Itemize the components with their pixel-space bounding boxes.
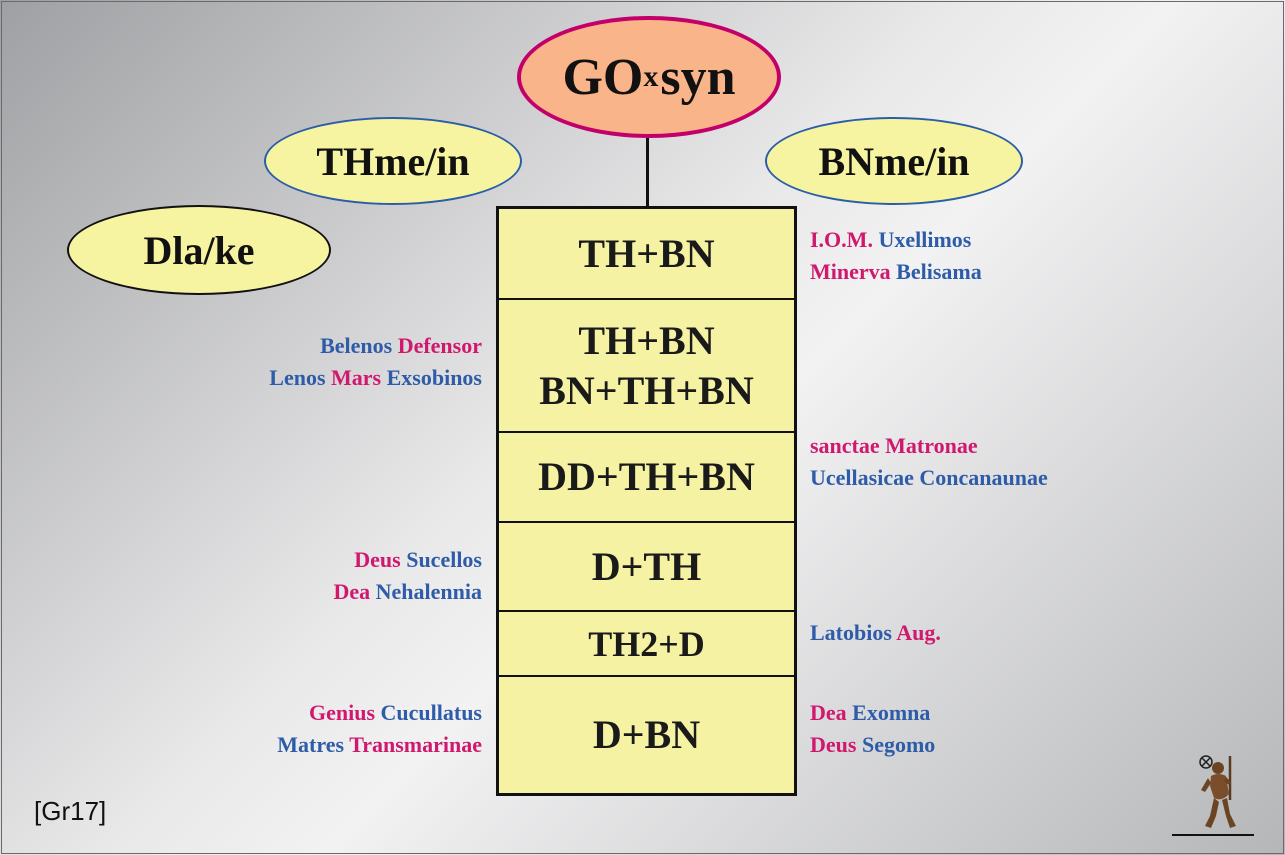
stack-row: D+BN: [499, 675, 794, 793]
formula-stack: TH+BN TH+BN BN+TH+BN DD+TH+BN D+TH TH2+D…: [496, 206, 797, 796]
stack-row: D+TH: [499, 521, 794, 610]
thme-ellipse: THme/in: [264, 117, 522, 205]
label-iom-uxellimos: I.O.M. Uxellimos Minerva Belisama: [810, 227, 982, 284]
bnme-ellipse: BNme/in: [765, 117, 1023, 205]
stack-row: TH+BN: [499, 209, 794, 298]
row-text: D+BN: [592, 712, 701, 757]
figure-underline: [1172, 834, 1254, 836]
stack-row: TH2+D: [499, 610, 794, 675]
goxsyn-main: GO: [562, 48, 644, 106]
label-belenos: Belenos Defensor Lenos Mars Exsobinos: [269, 333, 482, 390]
label-latobios: Latobios Aug.: [810, 620, 941, 645]
label-matronae: sanctae Matronae Ucellasicae Concanaunae: [810, 433, 1048, 490]
dlake-ellipse: Dla/ke: [67, 205, 331, 295]
reference-label: [Gr17]: [34, 796, 107, 826]
goxsyn-subscript: x: [643, 60, 659, 93]
label-genius-matres: Genius Cucullatus Matres Transmarinae: [277, 700, 482, 757]
goxsyn-tail: syn: [660, 48, 736, 106]
label-exomna-segomo: Dea Exomna Deus Segomo: [810, 700, 936, 757]
bronze-figurine-icon: [1199, 755, 1236, 828]
row-text: TH+BN: [578, 230, 715, 276]
row-text: BN+TH+BN: [539, 367, 754, 413]
connector-line: [646, 138, 649, 208]
stack-row: TH+BN BN+TH+BN: [499, 298, 794, 431]
row-text: TH+BN: [578, 317, 715, 363]
row-text: TH2+D: [588, 623, 705, 664]
stack-row: DD+TH+BN: [499, 431, 794, 521]
row-text: DD+TH+BN: [538, 454, 755, 499]
row-text: D+TH: [591, 543, 702, 589]
label-sucellos-nehalennia: Deus Sucellos Dea Nehalennia: [333, 547, 482, 604]
